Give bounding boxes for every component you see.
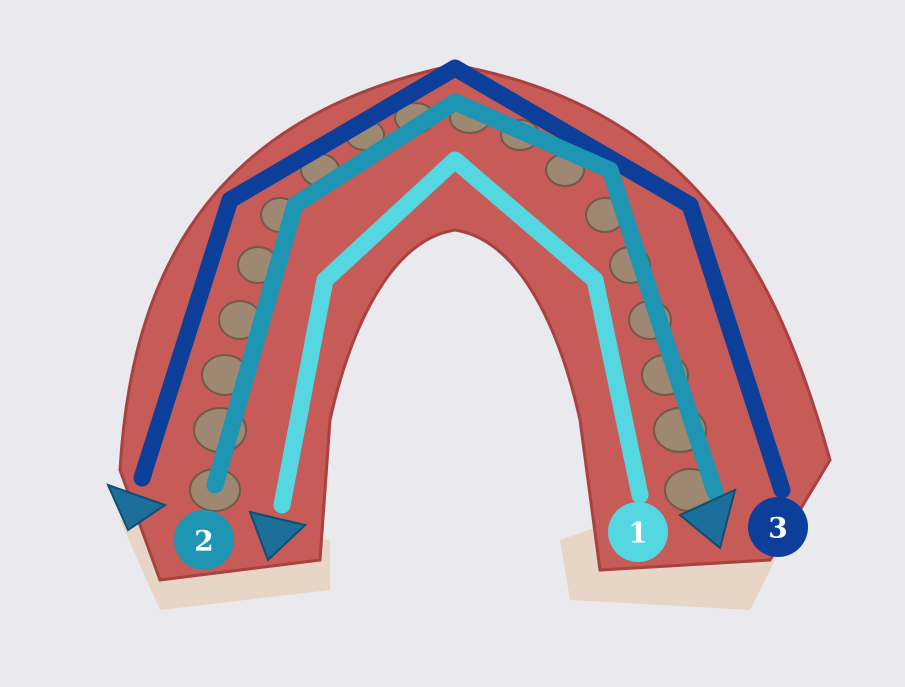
- badge-path-3: 3: [748, 497, 808, 557]
- badge-path-1-label: 1: [628, 517, 647, 550]
- badge-path-2: 2: [174, 510, 234, 570]
- badge-path-3-label: 3: [768, 512, 787, 545]
- badge-path-2-label: 2: [194, 525, 213, 558]
- badge-path-1: 1: [608, 502, 668, 562]
